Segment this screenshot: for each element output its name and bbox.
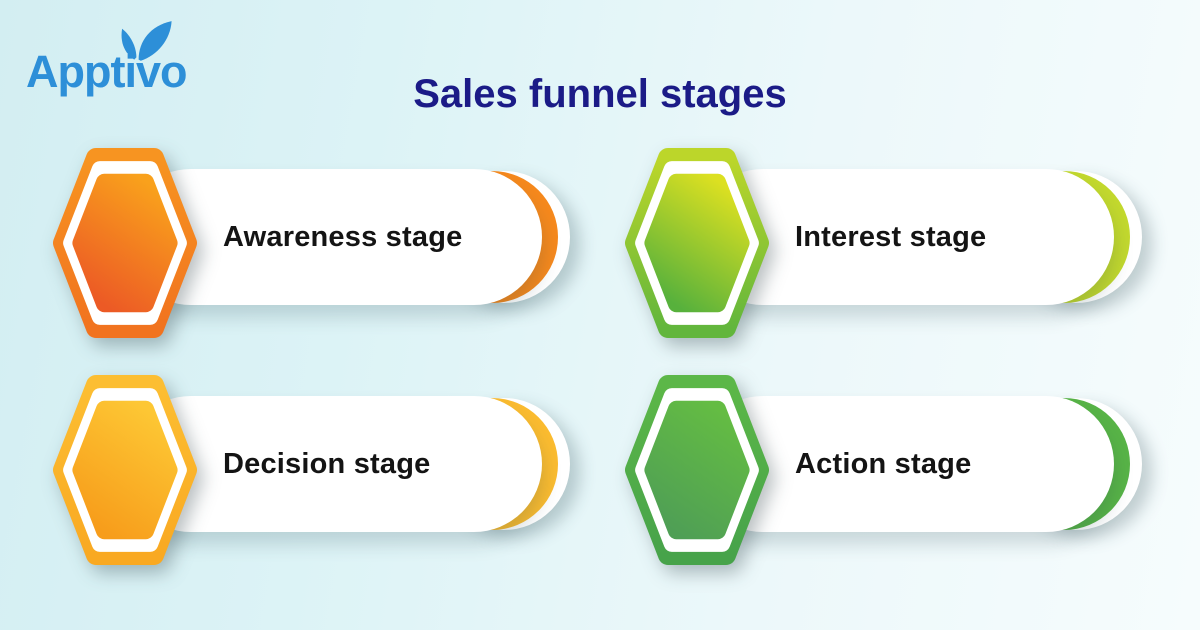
leaf-icon [121,21,172,61]
apptivo-logo-text: Apptivo [26,46,187,97]
stage-label: Action stage [795,447,972,480]
stage-card-action: Action stage [620,372,1200,582]
hexagon-icon [53,148,197,338]
stage-label: Decision stage [223,447,431,480]
stage-card-decision: Decision stage [48,372,633,582]
stage-card-interest: Interest stage [620,145,1200,355]
hexagon-icon [625,148,769,338]
hexagon-icon [625,375,769,565]
page-title: Sales funnel stages [413,72,787,116]
stage-label: Awareness stage [223,220,463,253]
hexagon-icon [53,375,197,565]
stage-label: Interest stage [795,220,987,253]
stage-card-awareness: Awareness stage [48,145,633,355]
apptivo-logo: Apptivo [26,21,246,104]
